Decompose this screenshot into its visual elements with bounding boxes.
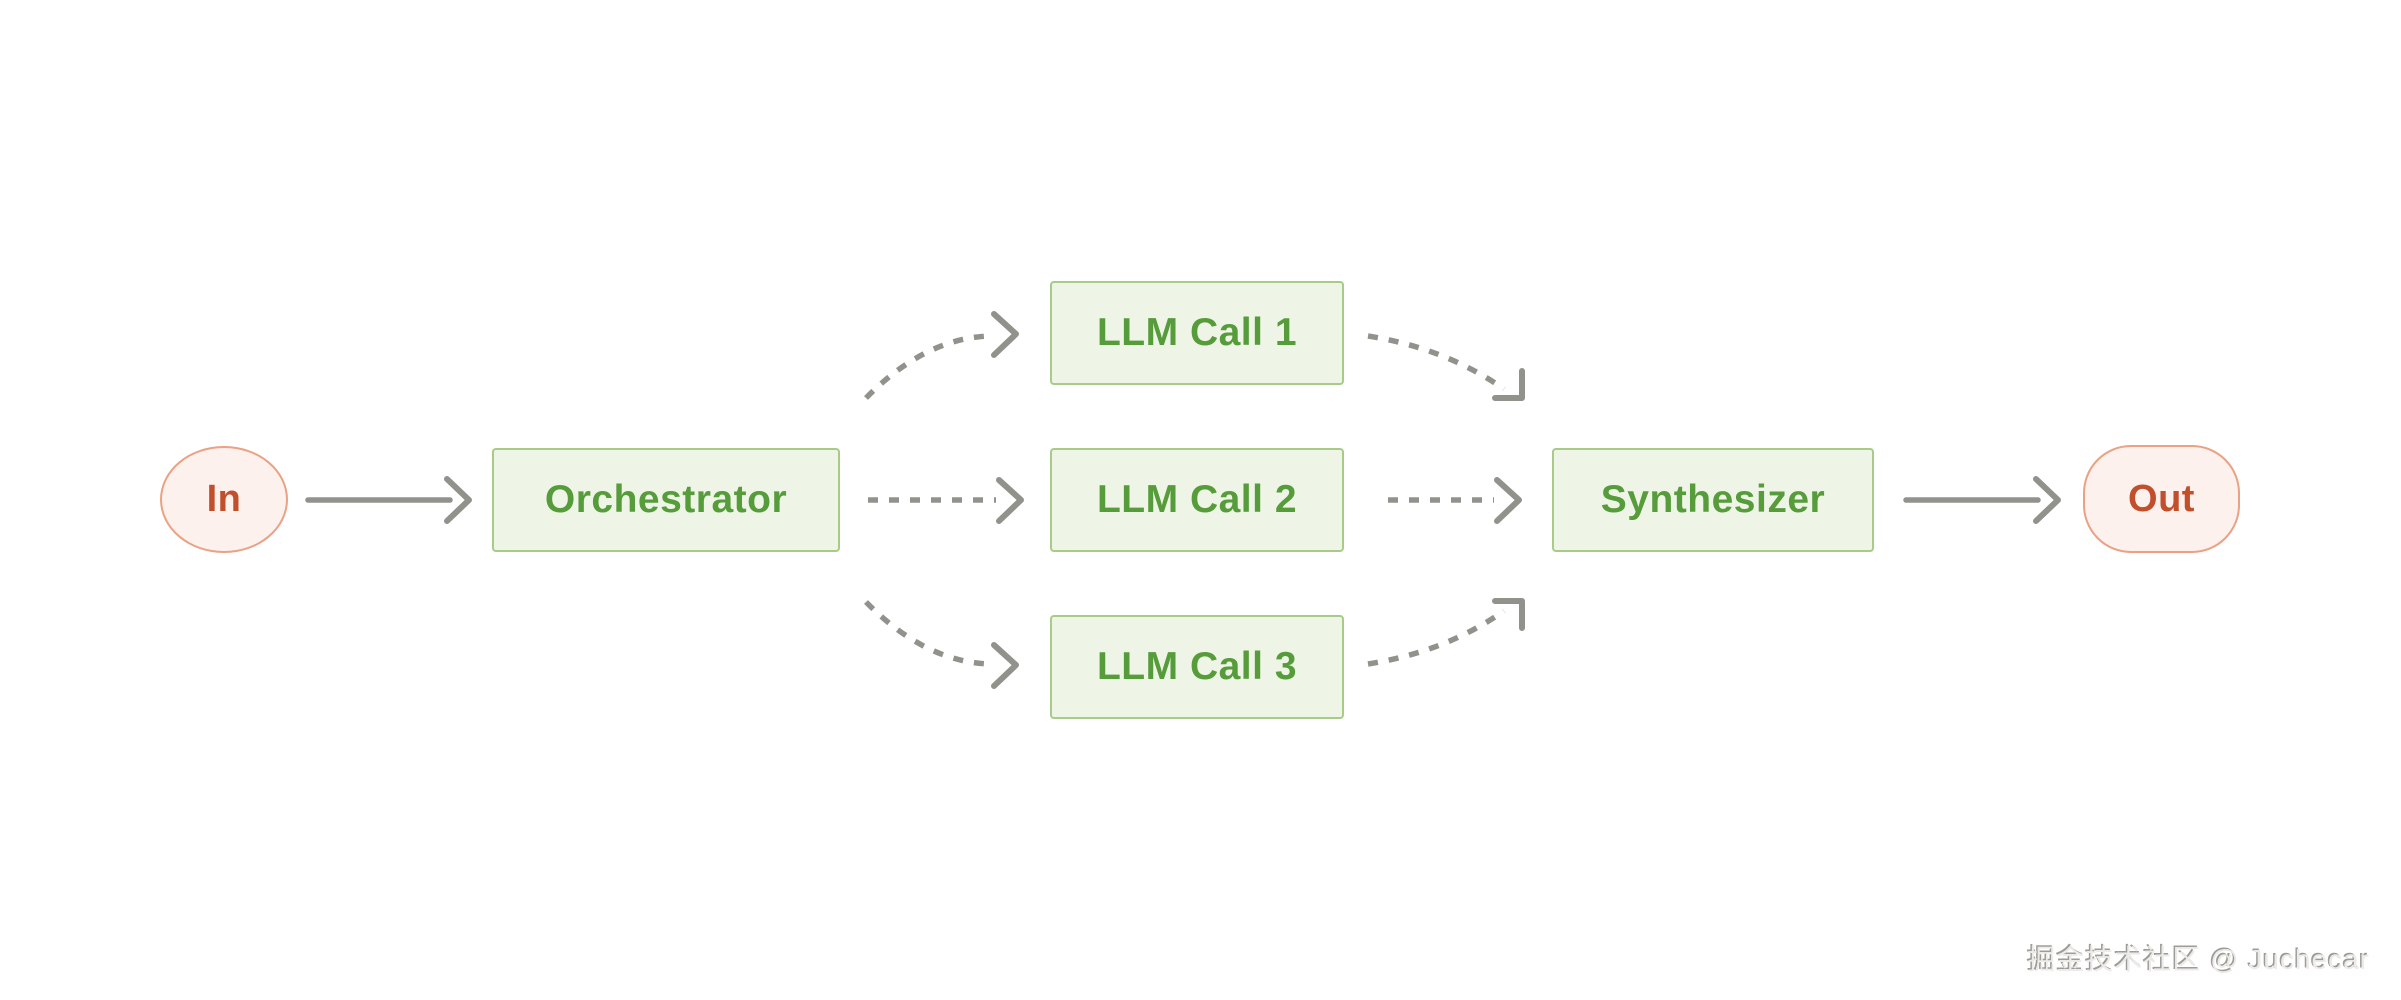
edge-orchestrator-llm-call-1 (864, 311, 1019, 400)
edge-llm-call-2-synthesizer (1388, 477, 1522, 524)
node-llm-call-3-label: LLM Call 3 (1096, 645, 1298, 688)
edge-synthesizer-out (1903, 476, 2061, 524)
node-out: Out (2083, 445, 2240, 553)
edge-orchestrator-llm-call-3 (864, 600, 1019, 689)
edge-llm-call-3-synthesizer (1367, 598, 1525, 667)
node-llm-call-1-label: LLM Call 1 (1096, 311, 1298, 354)
node-synthesizer: Synthesizer (1552, 448, 1874, 552)
node-orchestrator: Orchestrator (492, 448, 840, 552)
node-out-label: Out (2128, 477, 2195, 520)
node-llm-call-2: LLM Call 2 (1050, 448, 1344, 552)
edge-orchestrator-llm-call-2 (868, 477, 1024, 524)
node-orchestrator-label: Orchestrator (544, 478, 788, 521)
node-in-label: In (206, 478, 242, 520)
node-in: In (160, 446, 288, 553)
node-llm-call-1: LLM Call 1 (1050, 281, 1344, 385)
node-llm-call-3: LLM Call 3 (1050, 615, 1344, 719)
node-llm-call-2-label: LLM Call 2 (1096, 478, 1298, 521)
edge-in-orchestrator (305, 476, 472, 524)
watermark: 掘金技术社区 @ Juchecar (2027, 944, 2370, 975)
node-synthesizer-label: Synthesizer (1600, 478, 1826, 521)
edge-llm-call-1-synthesizer (1367, 333, 1525, 401)
